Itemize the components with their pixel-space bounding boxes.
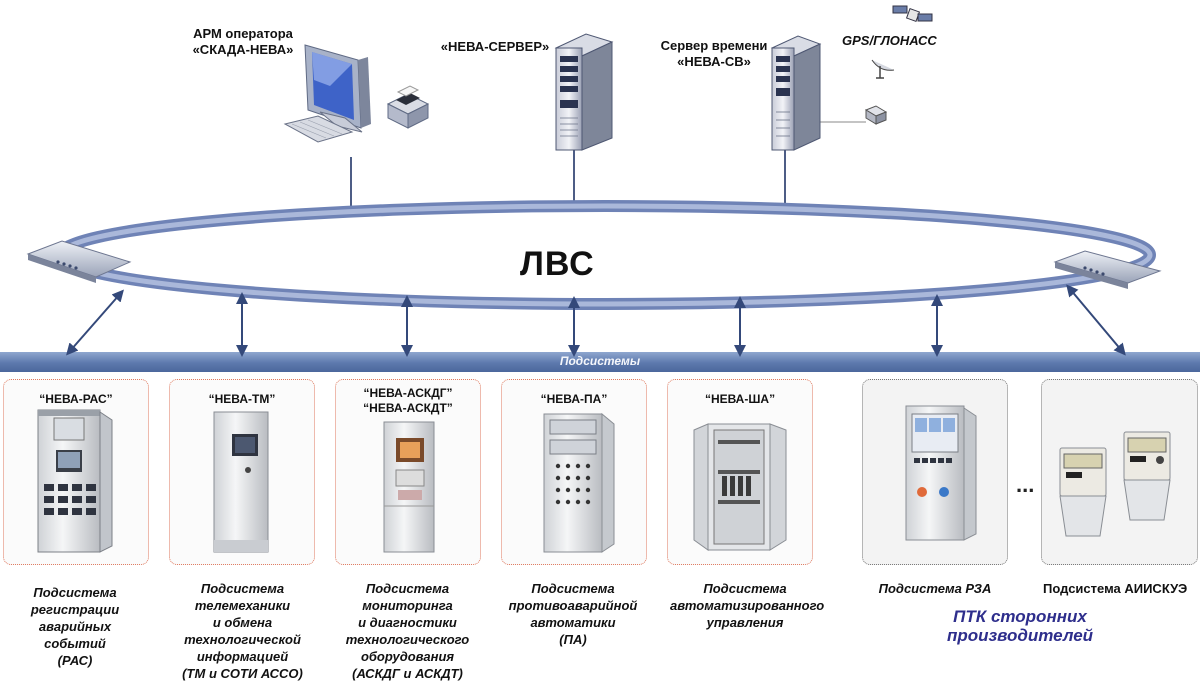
more-ellipsis: ...	[1016, 472, 1035, 497]
satellite-icon	[892, 5, 933, 23]
caption-aiiskue: Подсистема АИИСКУЭ	[1043, 581, 1188, 596]
subsystem-card-ras: “НЕВА-РАС”	[3, 379, 149, 565]
time-server-label: Сервер времени «НЕВА-СВ»	[660, 38, 768, 69]
network-switch-left	[26, 240, 132, 283]
card-title-tm: “НЕВА-ТМ”	[208, 392, 276, 406]
third-party-card-aiiskue	[1041, 379, 1198, 565]
caption-askdg: Подсистема мониторинга и диагностики тех…	[345, 581, 470, 681]
gps-antenna-icon	[871, 59, 895, 79]
third-party-group-label: ПТК сторонних производителей	[946, 607, 1094, 645]
card-title-sha: “НЕВА-ША”	[704, 392, 776, 406]
gps-label: GPS/ГЛОНАСС	[842, 33, 937, 48]
network-switch-right	[1053, 250, 1162, 289]
server-label: «НЕВА-СЕРВЕР»	[440, 39, 550, 54]
server-tower-icon	[554, 33, 614, 151]
subsystem-card-pa: “НЕВА-ПА”	[501, 379, 647, 565]
subsystem-card-tm: “НЕВА-ТМ”	[169, 379, 315, 565]
arm-label: АРМ оператора «СКАДА-НЕВА»	[192, 26, 294, 57]
link-arrows	[66, 284, 1126, 357]
subsystem-card-sha: “НЕВА-ША”	[667, 379, 813, 565]
subsystem-card-askdg: “НЕВА-АСКДГ” “НЕВА-АСКДТ”	[335, 379, 481, 565]
caption-tm: Подсистема телемеханики и обмена техноло…	[182, 581, 303, 681]
subsystems-bus	[0, 352, 1200, 372]
card-title-pa: “НЕВА-ПА”	[540, 392, 608, 406]
uplink-lines	[350, 121, 866, 210]
lvs-label: ЛВС	[520, 245, 595, 283]
gps-receiver-icon	[864, 105, 888, 125]
card-title-ras: “НЕВА-РАС”	[39, 392, 113, 406]
operator-workstation-icon	[283, 44, 371, 143]
caption-ras: Подсистема регистрации аварийных событий…	[30, 585, 120, 668]
subsystems-bus-label: Подсистемы	[559, 354, 641, 368]
lvs-ring	[54, 200, 1156, 310]
card-title-askdg: “НЕВА-АСКДГ” “НЕВА-АСКДТ”	[363, 386, 453, 415]
third-party-card-rza	[862, 379, 1008, 565]
caption-sha: Подсистема автоматизированного управлени…	[670, 581, 825, 630]
printer-icon	[386, 85, 430, 129]
caption-rza: Подсистема РЗА	[878, 581, 992, 596]
caption-pa: Подсистема противоаварийной автоматики (…	[508, 581, 638, 647]
